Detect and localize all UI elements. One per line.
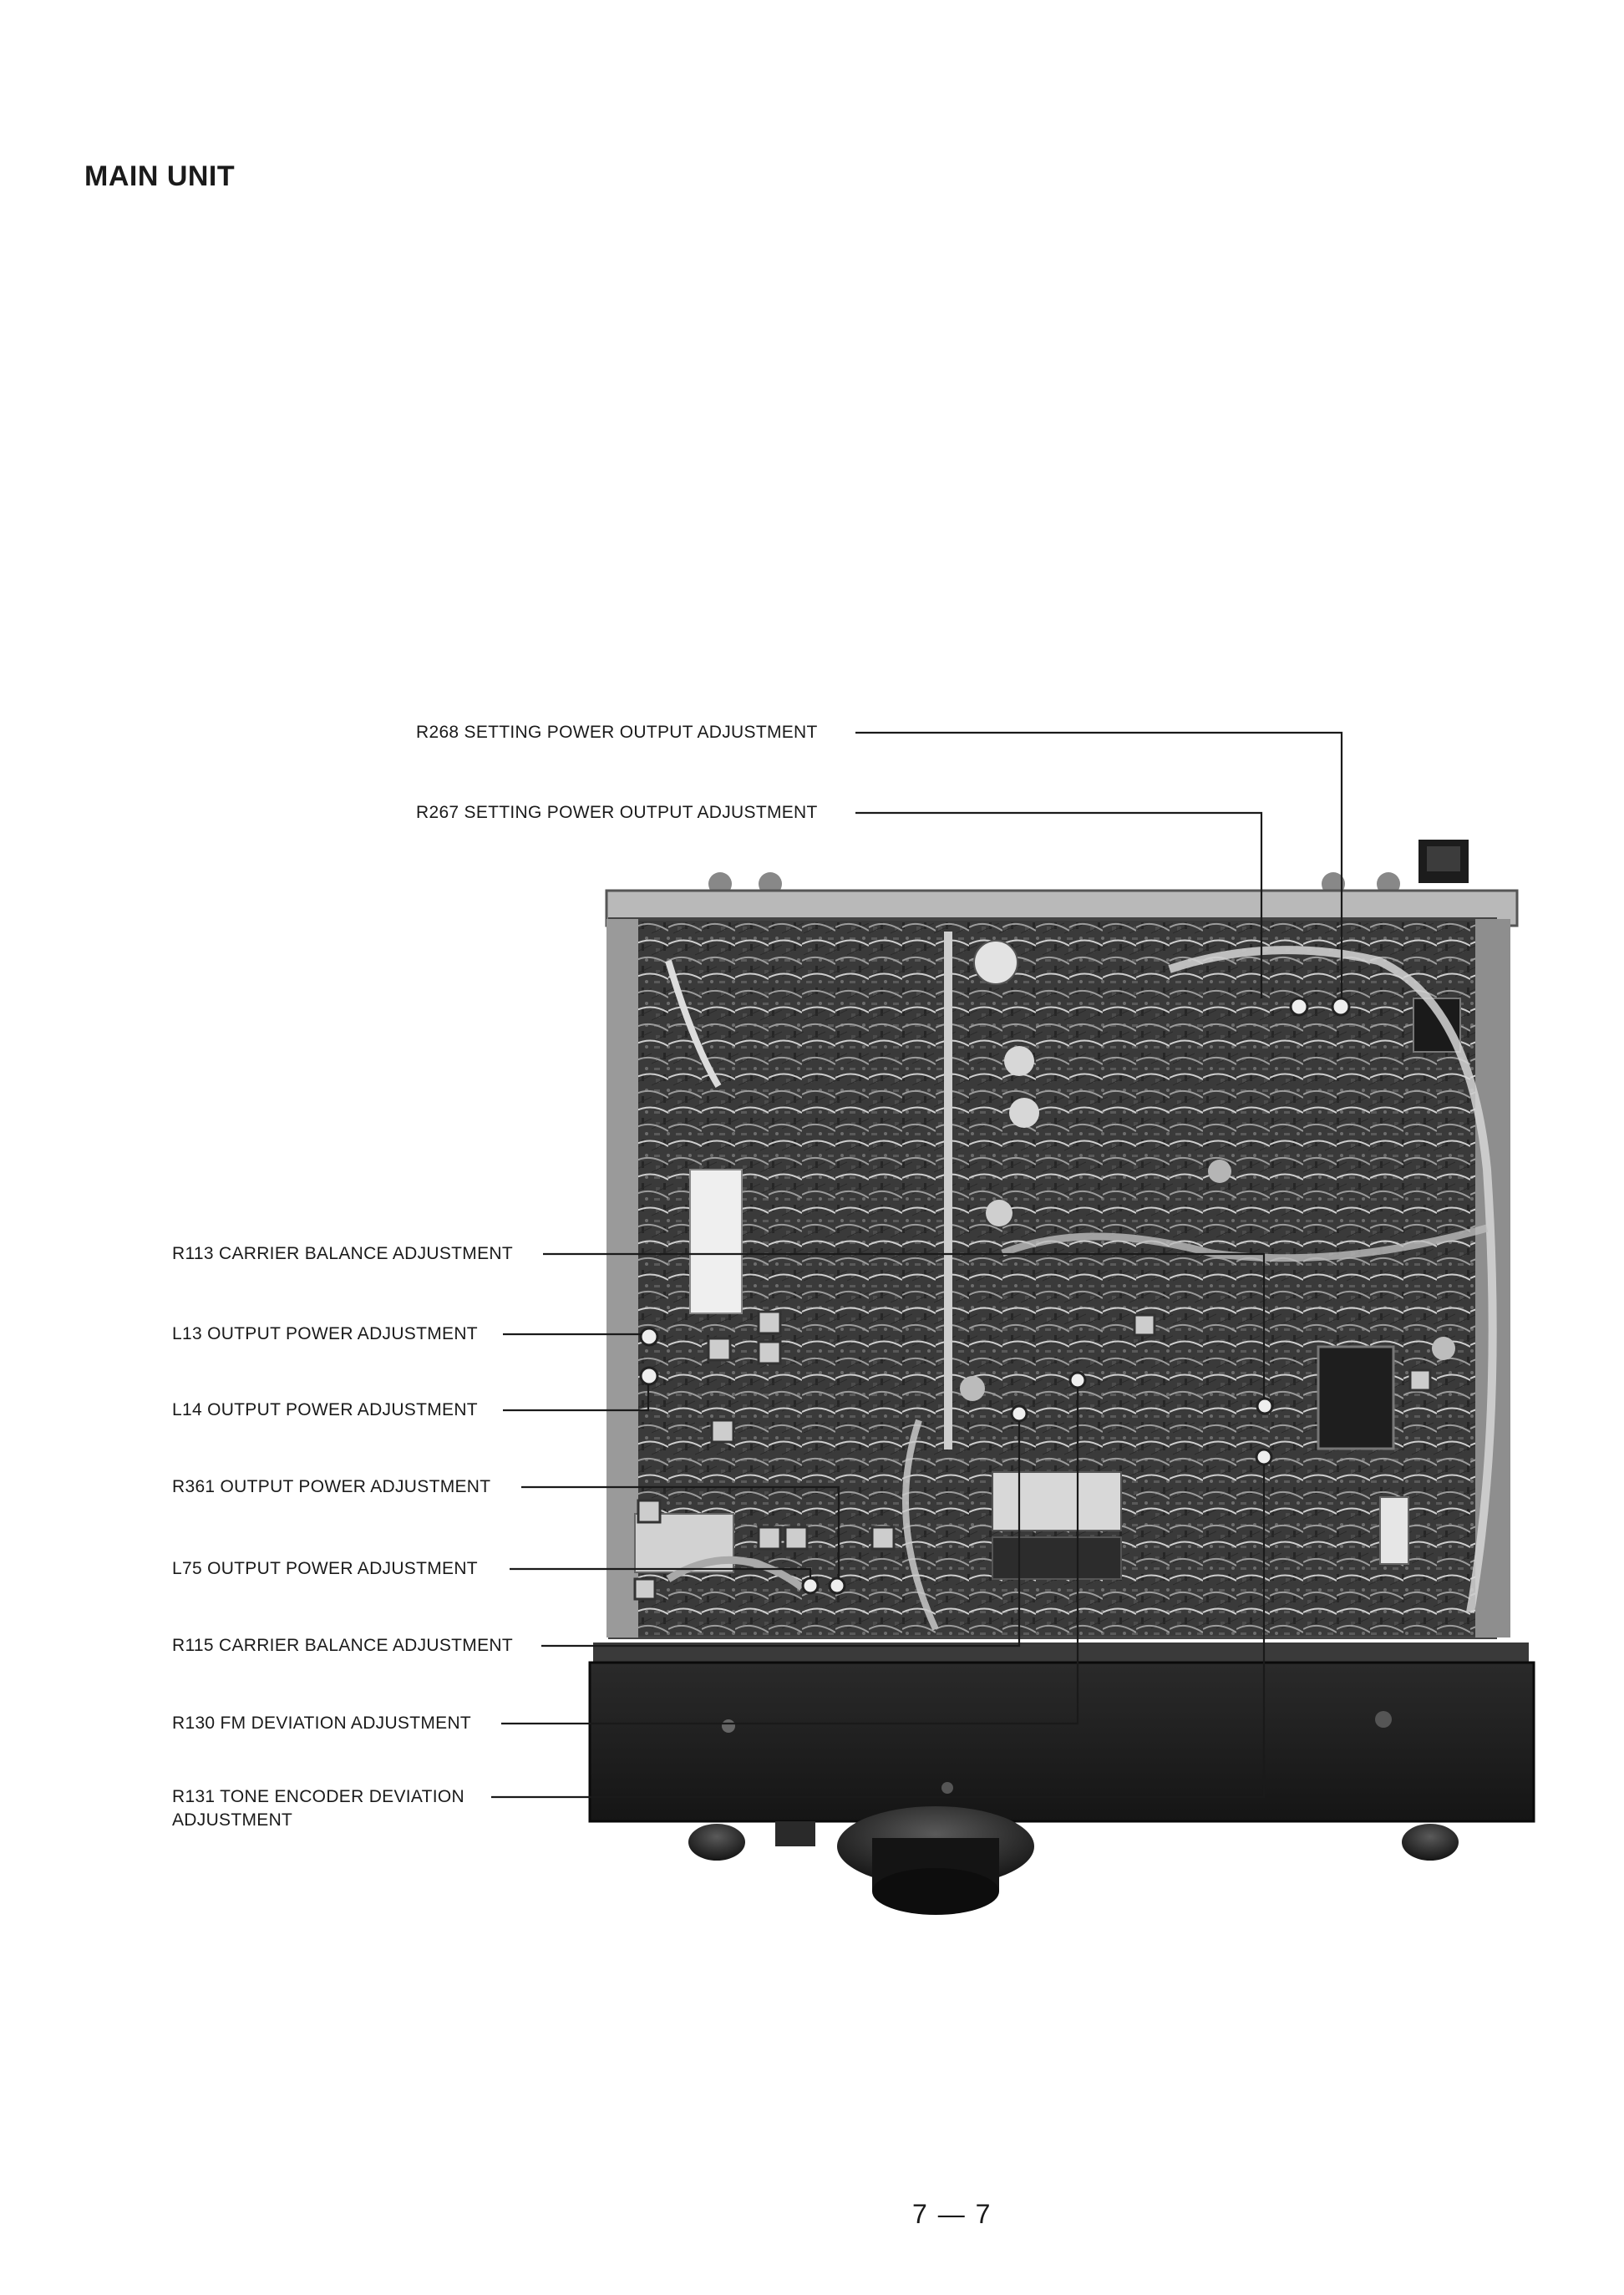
callout-r361: R361 OUTPUT POWER ADJUSTMENT	[172, 1477, 491, 1496]
callout-r130: R130 FM DEVIATION ADJUSTMENT	[172, 1714, 472, 1733]
callout-r268: R268 SETTING POWER OUTPUT ADJUSTMENT	[416, 723, 818, 742]
callout-l75: L75 OUTPUT POWER ADJUSTMENT	[172, 1559, 478, 1578]
callout-l14: L14 OUTPUT POWER ADJUSTMENT	[172, 1400, 478, 1419]
callout-r131-line-1: R131 TONE ENCODER DEVIATION	[172, 1787, 465, 1806]
callout-l13: L13 OUTPUT POWER ADJUSTMENT	[172, 1324, 478, 1343]
callout-r113: R113 CARRIER BALANCE ADJUSTMENT	[172, 1244, 514, 1263]
callout-r267: R267 SETTING POWER OUTPUT ADJUSTMENT	[416, 803, 818, 822]
page-title: MAIN UNIT	[84, 160, 236, 192]
callout-r131: R131 TONE ENCODER DEVIATION ADJUSTMENT	[172, 1785, 464, 1832]
callout-r115: R115 CARRIER BALANCE ADJUSTMENT	[172, 1636, 514, 1655]
page-number: 7 — 7	[912, 2199, 992, 2229]
callout-r131-line-2: ADJUSTMENT	[172, 1810, 293, 1830]
